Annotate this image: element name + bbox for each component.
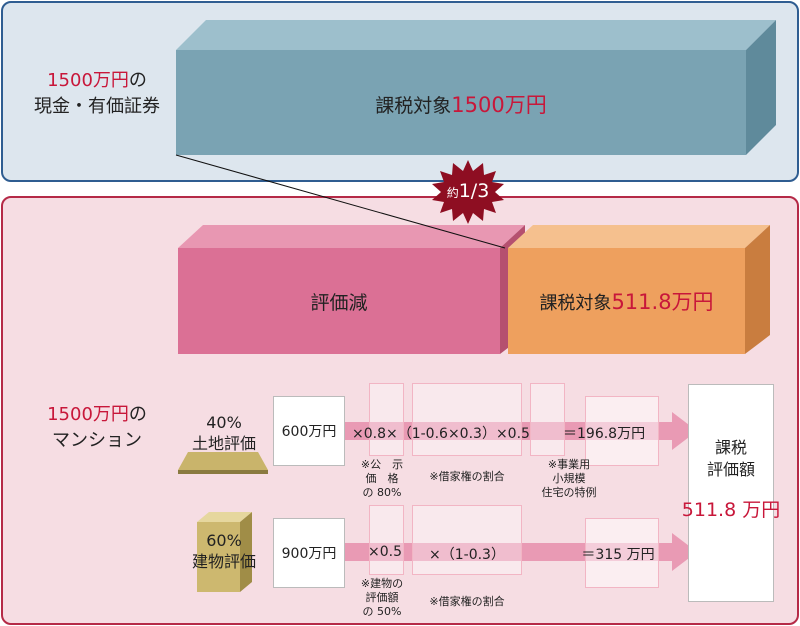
cash-label: 1500万円の 現金・有価証券: [22, 68, 172, 120]
taxable-amount: 511.8万円: [611, 290, 714, 314]
reduction-block: [178, 225, 525, 354]
land-factor-frame-3: [530, 383, 565, 456]
cash-amount: 1500万円: [47, 70, 129, 91]
land-base-box: 600万円: [273, 396, 345, 466]
mansion-suffix: の: [128, 404, 147, 425]
ratio-badge: [432, 160, 504, 224]
connector-line: [175, 154, 506, 249]
land-result: ＝196.8万円: [563, 426, 646, 442]
badge-value: 1/3: [458, 180, 490, 202]
land-factor-frame-1: [369, 383, 404, 456]
mansion-amount: 1500万円: [47, 404, 129, 425]
building-base-box: 900万円: [273, 518, 345, 588]
building-formula-a: ×0.5: [368, 544, 402, 560]
land-percent: 40%: [206, 413, 242, 432]
land-name: 土地評価: [191, 434, 256, 453]
land-formula: ×0.8×（1-0.6×0.3）×0.5: [352, 426, 530, 442]
cash-taxable-block: [176, 20, 776, 155]
taxable-block: [508, 225, 770, 354]
reduction-label: 評価減: [310, 292, 368, 314]
land-note-rental: ※借家権の割合: [429, 470, 505, 483]
badge-prefix: 約: [446, 186, 459, 200]
building-factor-frame-2: [412, 505, 522, 575]
building-result-frame: [585, 518, 659, 588]
building-percent: 60%: [206, 531, 242, 550]
building-formula-b: ×（1-0.3）: [429, 547, 505, 563]
building-name: 建物評価: [191, 552, 256, 571]
taxable-prefix: 課税対象: [539, 293, 612, 314]
total-amount: 511.8 万円: [681, 499, 781, 521]
cash-block-prefix: 課税対象: [375, 95, 452, 117]
cash-block-label: 課税対象1500万円: [176, 89, 746, 119]
land-note-small: ※事業用 小規模 住宅の特例: [541, 458, 597, 499]
cash-type: 現金・有価証券: [34, 96, 160, 117]
building-label: 60% 建物評価: [178, 530, 270, 572]
building-note-eval: ※建物の 評価額 の 50%: [360, 577, 404, 618]
total-line2: 評価額: [706, 460, 755, 479]
cash-suffix: の: [128, 70, 147, 91]
badge-text: 約1/3: [436, 180, 500, 202]
total-box: 課税 評価額 511.8 万円: [682, 384, 780, 602]
building-result: ＝315 万円: [581, 547, 655, 563]
land-icon: [178, 452, 268, 474]
building-note-rental: ※借家権の割合: [429, 595, 505, 608]
total-line1: 課税: [714, 438, 747, 457]
mansion-type: マンション: [52, 430, 142, 451]
cash-block-amount: 1500万円: [451, 93, 547, 117]
land-note-public: ※公 示 価 格 の 80%: [360, 458, 404, 499]
taxable-label: 課税対象511.8万円: [508, 286, 745, 316]
land-result-frame: [585, 396, 659, 466]
mansion-label: 1500万円の マンション: [22, 402, 172, 454]
land-label: 40% 土地評価: [178, 412, 270, 454]
land-factor-frame-2: [412, 383, 522, 456]
building-icon: [197, 512, 252, 592]
building-factor-frame-1: [369, 505, 404, 575]
